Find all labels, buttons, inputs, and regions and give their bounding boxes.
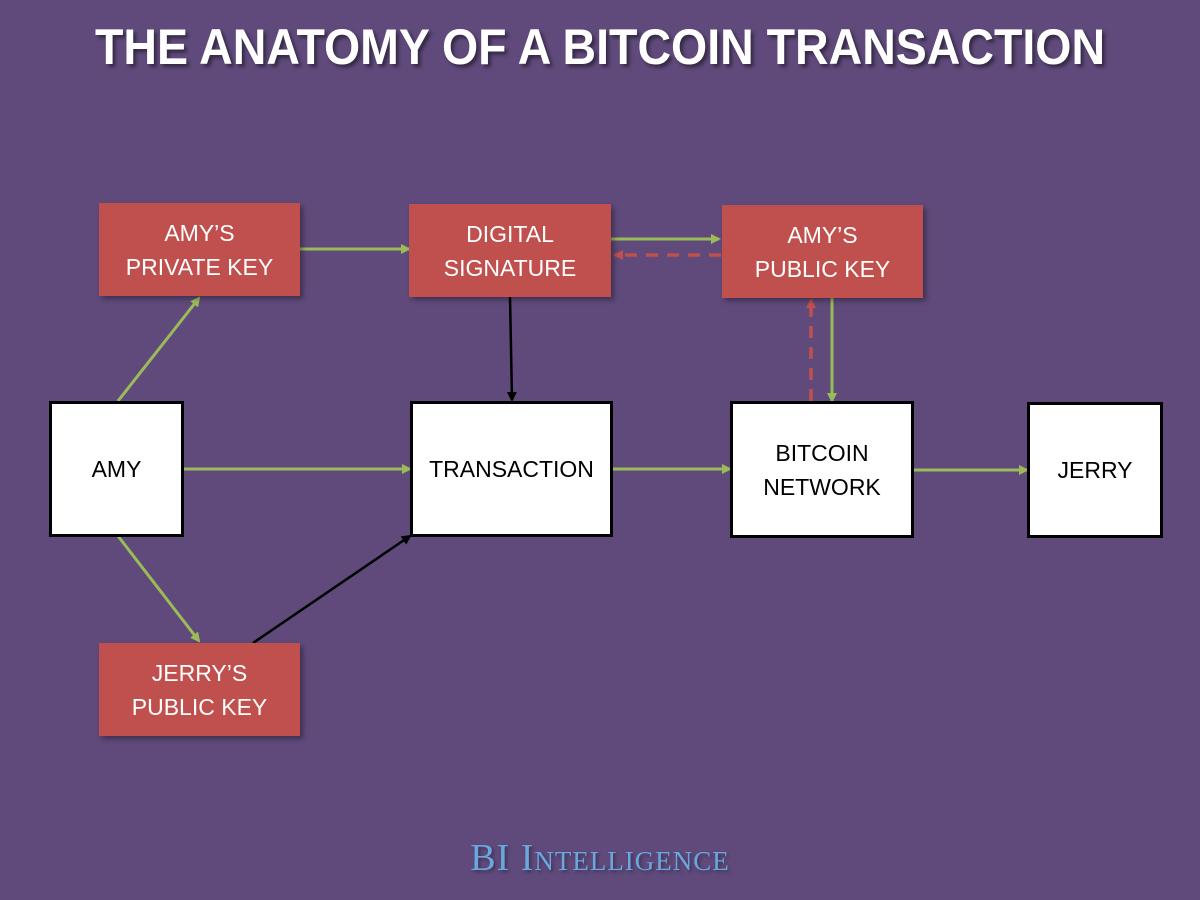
node-label: BITCOIN NETWORK xyxy=(763,439,881,500)
node-amys-private-key: AMY’S PRIVATE KEY xyxy=(99,203,300,296)
node-label: AMY’S PRIVATE KEY xyxy=(125,219,274,280)
node-label: JERRY’S PUBLIC KEY xyxy=(131,659,268,720)
node-jerry: JERRY xyxy=(1027,402,1163,538)
node-label: AMY xyxy=(91,456,142,482)
bi-intelligence-logo: BI Intelligence xyxy=(470,837,730,879)
node-label: JERRY xyxy=(1057,457,1133,483)
node-amy: AMY xyxy=(49,401,184,537)
node-bitcoin-network: BITCOIN NETWORK xyxy=(730,401,914,538)
node-transaction: TRANSACTION xyxy=(410,401,613,537)
edge-jerrys-key-to-transaction xyxy=(252,534,412,645)
node-label: DIGITAL SIGNATURE xyxy=(443,220,577,281)
node-jerrys-public-key: JERRY’S PUBLIC KEY xyxy=(99,643,300,736)
edge-signature-to-transaction xyxy=(506,296,517,402)
node-amys-public-key: AMY’S PUBLIC KEY xyxy=(722,205,923,298)
node-label: TRANSACTION xyxy=(429,456,594,482)
edge-amy-to-private-key xyxy=(116,296,201,402)
edge-amy-to-jerrys-key xyxy=(116,535,201,643)
node-digital-signature: DIGITAL SIGNATURE xyxy=(409,204,611,297)
diagram-title: THE ANATOMY OF A BITCOIN TRANSACTION xyxy=(94,19,1106,75)
node-label: AMY’S PUBLIC KEY xyxy=(754,221,891,282)
